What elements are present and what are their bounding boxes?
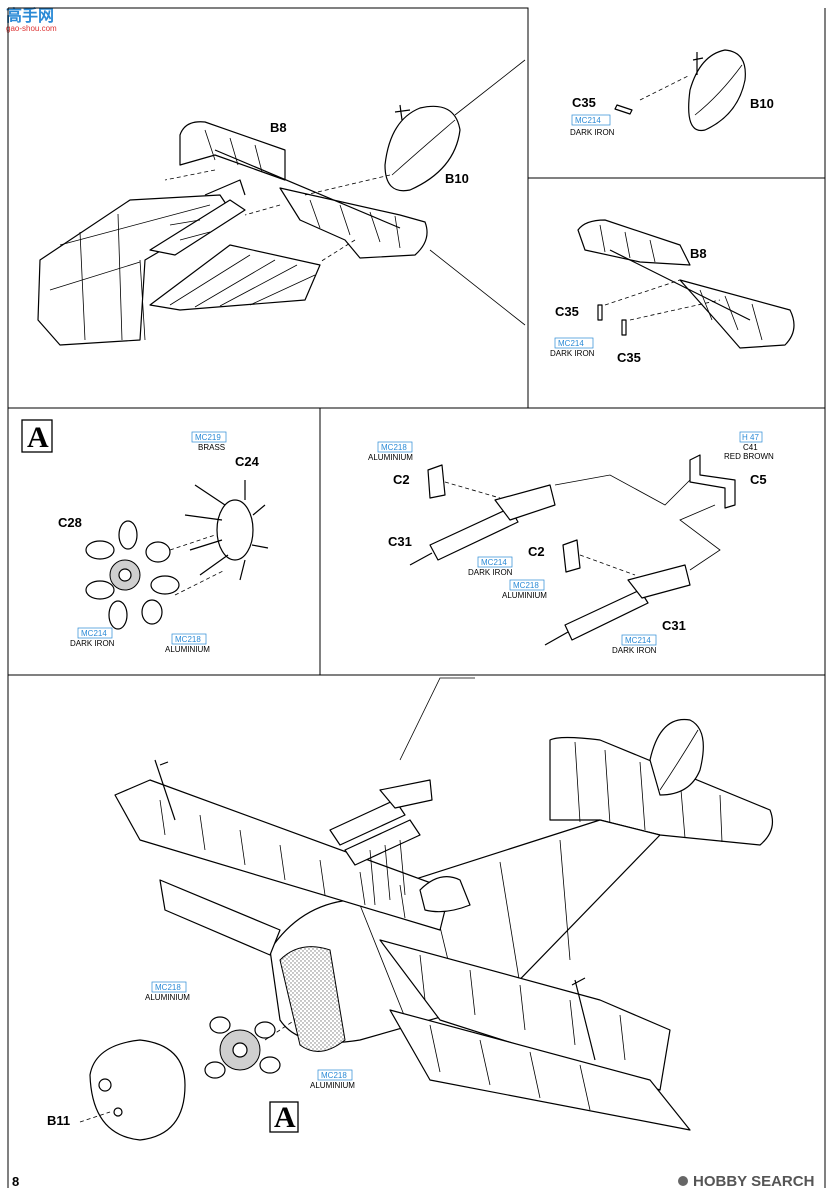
- paint-name-red-brown: RED BROWN: [724, 452, 774, 461]
- cowling-b11-part: B11 MC218 ALUMINIUM: [47, 981, 190, 1141]
- paint-code-mc214: MC214: [558, 339, 584, 348]
- paint-code-mc218: MC218: [155, 983, 181, 992]
- gun-mount-c5-part: C5 H 47 C41 RED BROWN: [689, 431, 774, 509]
- subassembly-a-reference: A: [269, 1101, 299, 1134]
- part-label-b10: B10: [445, 171, 469, 186]
- paint-code-mc214: MC214: [481, 558, 507, 567]
- paint-name-dark-iron: DARK IRON: [550, 349, 595, 358]
- rudder-detail: C35 B10 MC214 DARK IRON: [570, 49, 774, 137]
- panel-frames: [7, 7, 826, 1188]
- paint-code-mc218: MC218: [321, 1071, 347, 1080]
- publisher-mark: HOBBY SEARCH: [693, 1173, 814, 1190]
- subassembly-letter: A: [274, 1101, 296, 1134]
- paint-name-dark-iron: DARK IRON: [468, 568, 513, 577]
- paint-code-box: [571, 114, 611, 126]
- gun-c2-part: C2: [393, 464, 446, 499]
- subassembly-letter: A: [27, 421, 49, 454]
- part-label-c35-2: C35: [617, 350, 641, 365]
- engine-c28-part: C28: [58, 515, 180, 630]
- paint-code-box: [151, 981, 187, 993]
- part-label-c31-2: C31: [662, 618, 686, 633]
- aircraft-main-illustration: [114, 677, 773, 1131]
- rudder-b10-part: B10: [384, 104, 469, 192]
- paint-code-mc214: MC214: [625, 636, 651, 645]
- tail-assembly-arrows: [164, 59, 526, 326]
- engine-front-subassembly: [204, 1016, 296, 1079]
- paint-code-box: [77, 627, 113, 639]
- elevator-b8-part: B8: [179, 120, 428, 259]
- guns-panel: MC218 ALUMINIUM C2 C31 MC214 DARK IRON C…: [368, 431, 774, 655]
- paint-code-box: [739, 431, 763, 443]
- gun-c2-part-2: C2 MC218 ALUMINIUM: [502, 539, 581, 600]
- cowling-paint-callout: MC218 ALUMINIUM: [310, 1069, 355, 1090]
- part-label-b10: B10: [750, 96, 774, 111]
- elevator-detail: B8 C35 C35 MC214 DARK IRON: [550, 219, 795, 365]
- paint-code-box: [191, 431, 227, 443]
- paint-name-dark-iron: DARK IRON: [570, 128, 615, 137]
- watermark-text: 高手网: [6, 6, 54, 25]
- paint-name-aluminium: ALUMINIUM: [502, 591, 547, 600]
- part-label-b8: B8: [690, 246, 707, 261]
- watermark-logo: 高手网 gao-shou.com: [6, 6, 57, 33]
- watermark-url: gao-shou.com: [6, 24, 57, 33]
- paint-name-dark-iron: DARK IRON: [612, 646, 657, 655]
- paint-code-mc214: MC214: [81, 629, 107, 638]
- paint-code-mc218: MC218: [513, 581, 539, 590]
- paint-code-h47: H 47: [742, 433, 759, 442]
- paint-name-aluminium: ALUMINIUM: [368, 453, 413, 462]
- paint-name-aluminium: ALUMINIUM: [145, 993, 190, 1002]
- paint-name-brass: BRASS: [198, 443, 225, 452]
- hobby-search-icon: [678, 1176, 688, 1186]
- part-label-c2-2: C2: [528, 544, 545, 559]
- part-label-b8: B8: [270, 120, 287, 135]
- paint-code-box: [477, 556, 513, 568]
- paint-code-mc218: MC218: [175, 635, 201, 644]
- subassembly-box: [269, 1101, 299, 1133]
- part-label-b11: B11: [47, 1113, 70, 1128]
- tail-main-illustration: [37, 179, 321, 346]
- paint-code-mc219: MC219: [195, 433, 221, 442]
- paint-name-dark-iron: DARK IRON: [70, 639, 115, 648]
- paint-code-box: [317, 1069, 353, 1081]
- gun-c31-part: C31 MC214 DARK IRON: [388, 484, 556, 577]
- paint-code-mc214: MC214: [575, 116, 601, 125]
- part-label-c24: C24: [235, 454, 260, 469]
- part-label-c2: C2: [393, 472, 410, 487]
- part-label-c28: C28: [58, 515, 82, 530]
- part-label-c35: C35: [555, 304, 579, 319]
- paint-name-aluminium: ALUMINIUM: [310, 1081, 355, 1090]
- paint-code-box: [621, 634, 657, 646]
- page-number: 8: [12, 1174, 19, 1189]
- paint-code-alt: C41: [743, 443, 758, 452]
- part-label-c5: C5: [750, 472, 767, 487]
- subassembly-box: [21, 419, 53, 453]
- paint-code-box: [509, 579, 545, 591]
- paint-code-box: [377, 441, 413, 453]
- publisher-logo: HOBBY SEARCH: [678, 1173, 814, 1190]
- part-label-c35: C35: [572, 95, 596, 110]
- engine-subassembly-panel: A C28 C24 MC219 BRASS MC214 DARK IRON MC…: [21, 419, 269, 654]
- gun-c31-part-2: C31 MC214 DARK IRON: [544, 564, 691, 655]
- paint-name-aluminium: ALUMINIUM: [165, 645, 210, 654]
- paint-code-box: [554, 337, 594, 349]
- paint-code-mc218: MC218: [381, 443, 407, 452]
- paint-code-box: [171, 633, 207, 645]
- cowl-mount-c24-part: C24: [184, 454, 269, 581]
- part-label-c31: C31: [388, 534, 412, 549]
